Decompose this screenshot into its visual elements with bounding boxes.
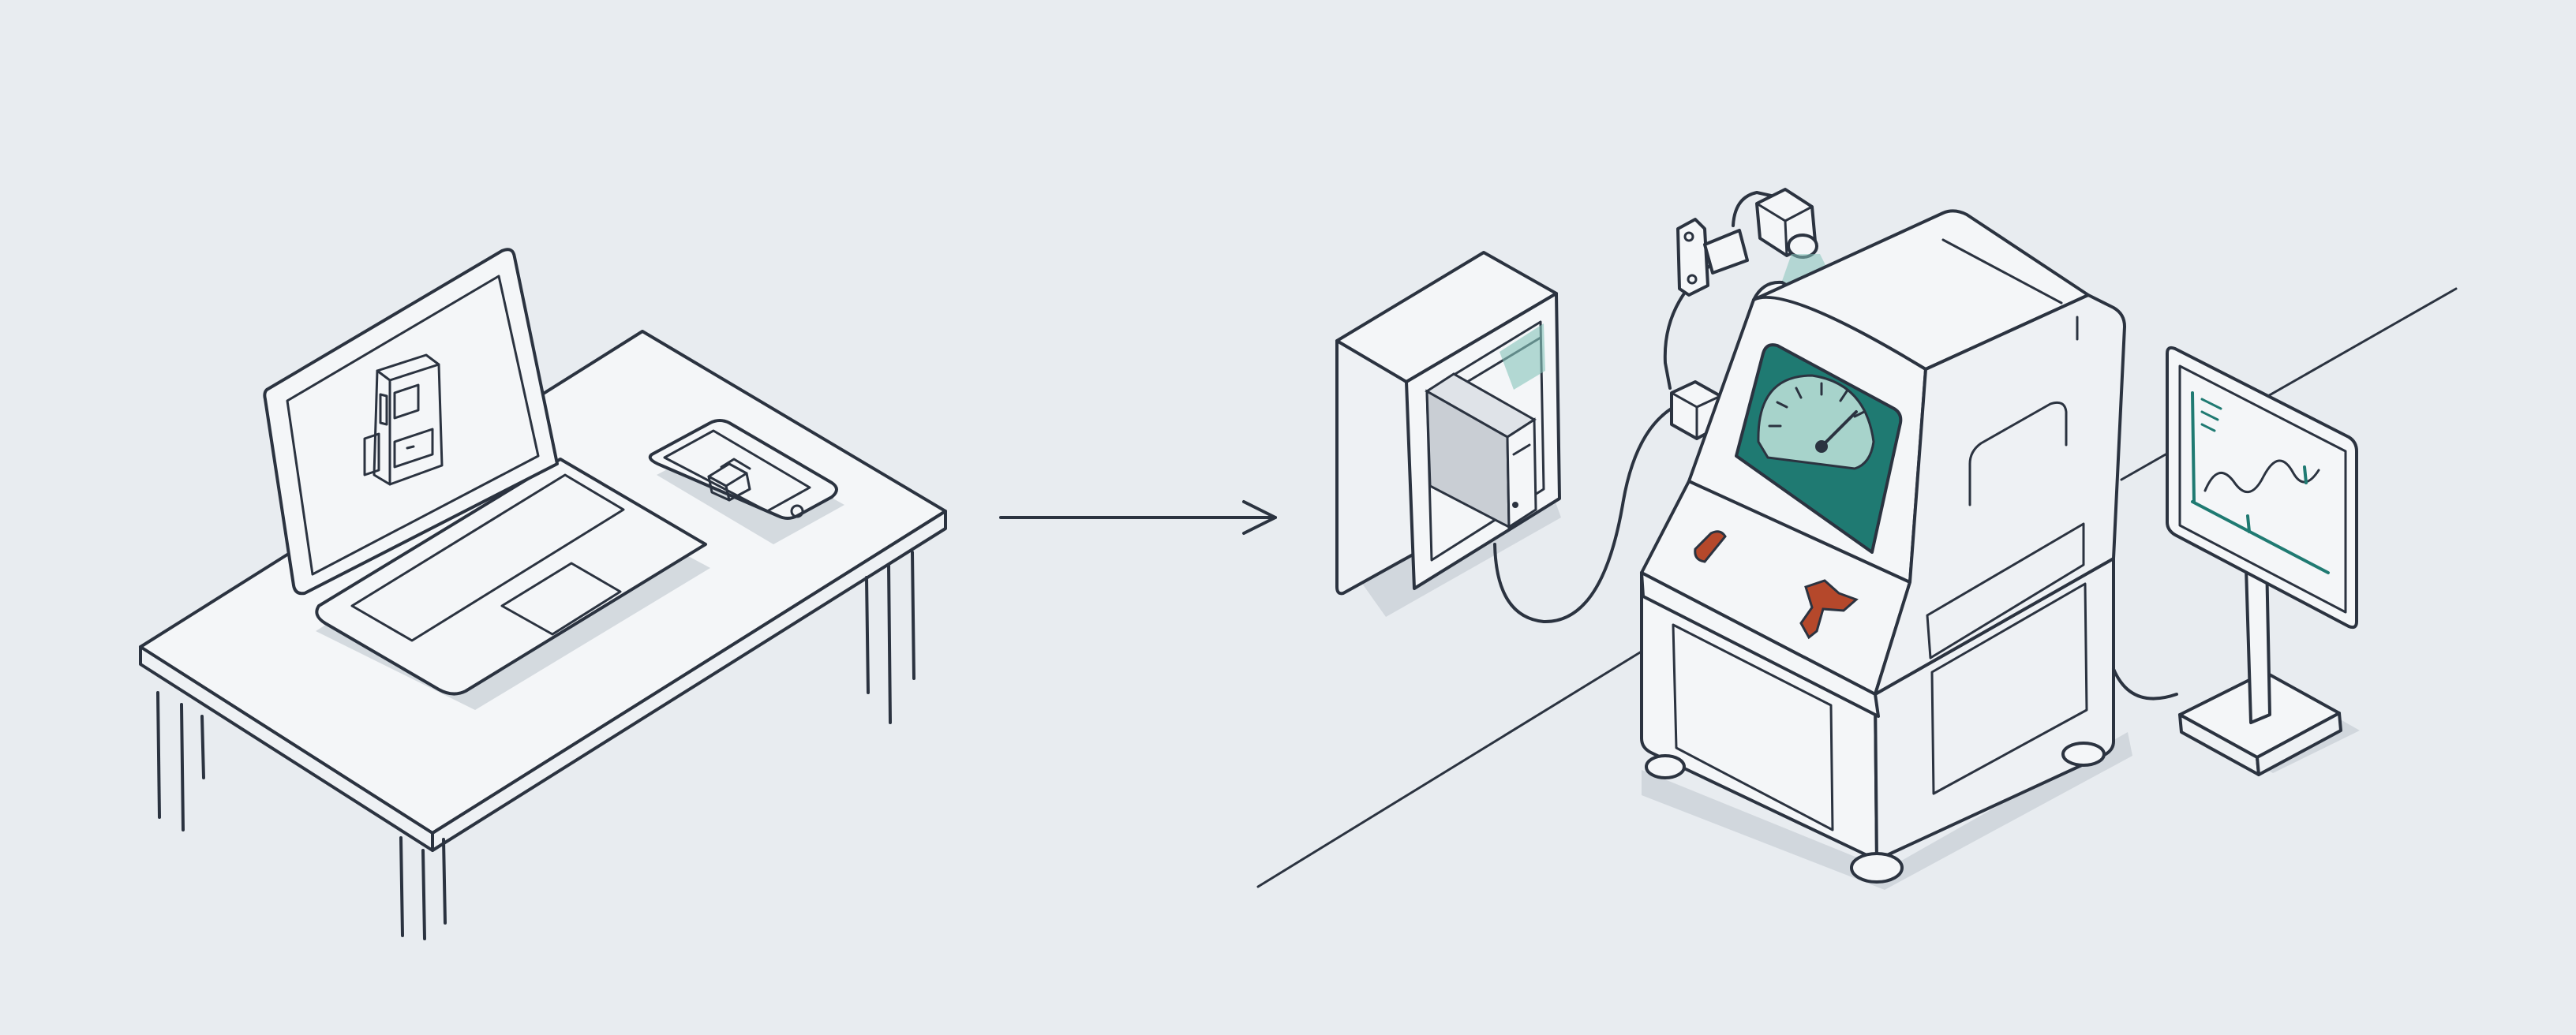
workstation-group: [139, 248, 947, 940]
laptop: [263, 248, 710, 710]
factory-group: [1256, 188, 2458, 890]
ceiling-camera: [1676, 188, 1818, 297]
side-monitor: [2112, 346, 2360, 776]
server-unit: [1425, 372, 1537, 529]
gauge-display: [1735, 343, 1903, 554]
smartphone: [648, 419, 844, 544]
laptop-screen-machine-sketch: [363, 353, 444, 486]
phone-screen-cube-sketch: [707, 458, 751, 502]
waveform-chart: [2191, 391, 2330, 574]
cable: [1493, 399, 1689, 624]
flow-arrow: [999, 500, 1277, 535]
control-buttons: [1694, 530, 1859, 640]
